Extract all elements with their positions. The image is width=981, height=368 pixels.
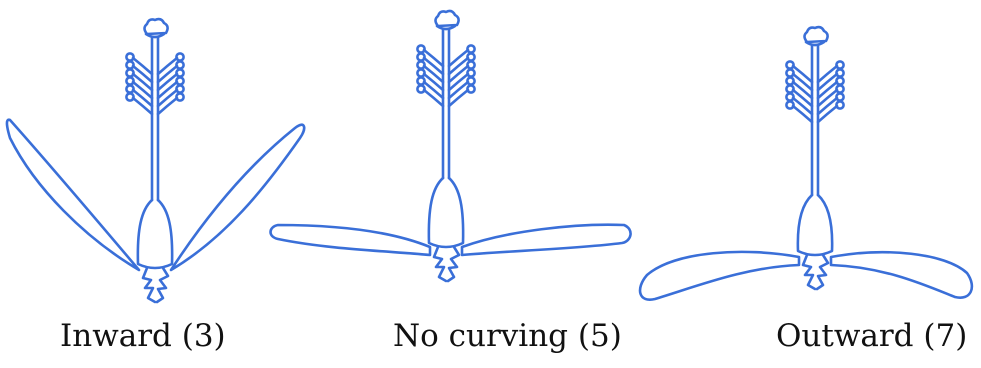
filament (793, 66, 812, 82)
filament (793, 90, 812, 106)
anther (786, 61, 793, 68)
caption-no-curving: No curving (5) (393, 321, 622, 352)
caption-outward: Outward (7) (776, 321, 967, 352)
sepal-right (817, 255, 828, 289)
ovary (138, 200, 172, 268)
filament (158, 90, 177, 106)
caption-inward: Inward (3) (60, 321, 226, 352)
filament (818, 106, 837, 122)
filament (793, 82, 812, 98)
stigma (145, 19, 168, 34)
ovary (429, 178, 463, 247)
anther (417, 77, 424, 84)
anther (836, 93, 843, 100)
filament (793, 98, 812, 114)
filament (133, 58, 152, 74)
filament (424, 66, 443, 82)
stigma (436, 11, 459, 26)
anther (786, 77, 793, 84)
anther (176, 77, 183, 84)
anther (786, 69, 793, 76)
filament (133, 66, 152, 82)
anther (467, 69, 474, 76)
anther (176, 53, 183, 60)
petal-right (831, 252, 972, 297)
anther (126, 77, 133, 84)
filament (818, 66, 837, 82)
anther (417, 53, 424, 60)
anther (467, 45, 474, 52)
anther (467, 53, 474, 60)
flower-inward (7, 19, 304, 302)
filament (818, 98, 837, 114)
anther (176, 93, 183, 100)
filament (818, 90, 837, 106)
anther (417, 69, 424, 76)
anther (176, 61, 183, 68)
filament (793, 74, 812, 90)
anther (786, 101, 793, 108)
filament (133, 82, 152, 98)
filament (449, 90, 468, 106)
filament (424, 58, 443, 74)
anther (417, 61, 424, 68)
sepal-left (434, 247, 446, 281)
filament (158, 74, 177, 90)
flower-no-curving (271, 11, 631, 281)
anther (176, 69, 183, 76)
anther (126, 69, 133, 76)
sepal-left (143, 268, 155, 302)
filament (449, 50, 468, 66)
filament (133, 98, 152, 114)
filament (158, 58, 177, 74)
filament (818, 74, 837, 90)
filament (158, 66, 177, 82)
anther (417, 45, 424, 52)
filament (158, 82, 177, 98)
filament (133, 90, 152, 106)
ovary (798, 195, 832, 255)
anther (786, 93, 793, 100)
sepal-right (448, 247, 459, 281)
anther (467, 61, 474, 68)
filament (133, 74, 152, 90)
anther (126, 85, 133, 92)
filament (449, 58, 468, 74)
anther (126, 53, 133, 60)
filament (449, 82, 468, 98)
filament (793, 106, 812, 122)
filament (449, 66, 468, 82)
sepal-left (803, 255, 815, 289)
anther (836, 77, 843, 84)
anther (176, 85, 183, 92)
anther (417, 85, 424, 92)
petal-left (640, 252, 799, 300)
petal-left (7, 120, 139, 270)
petal-left (271, 225, 431, 255)
filament (158, 98, 177, 114)
filament (818, 82, 837, 98)
anther (836, 69, 843, 76)
sepal-right (157, 268, 168, 302)
filament (424, 74, 443, 90)
anther (126, 93, 133, 100)
anther (836, 101, 843, 108)
anther (786, 85, 793, 92)
petal-right (462, 225, 631, 255)
petal-right (171, 125, 304, 270)
anther (467, 85, 474, 92)
filament (424, 50, 443, 66)
anther (126, 61, 133, 68)
filament (449, 74, 468, 90)
anther (836, 85, 843, 92)
filament (424, 90, 443, 106)
filament (424, 82, 443, 98)
flower-outward (640, 27, 972, 300)
anther (467, 77, 474, 84)
stigma (805, 27, 828, 42)
anther (836, 61, 843, 68)
